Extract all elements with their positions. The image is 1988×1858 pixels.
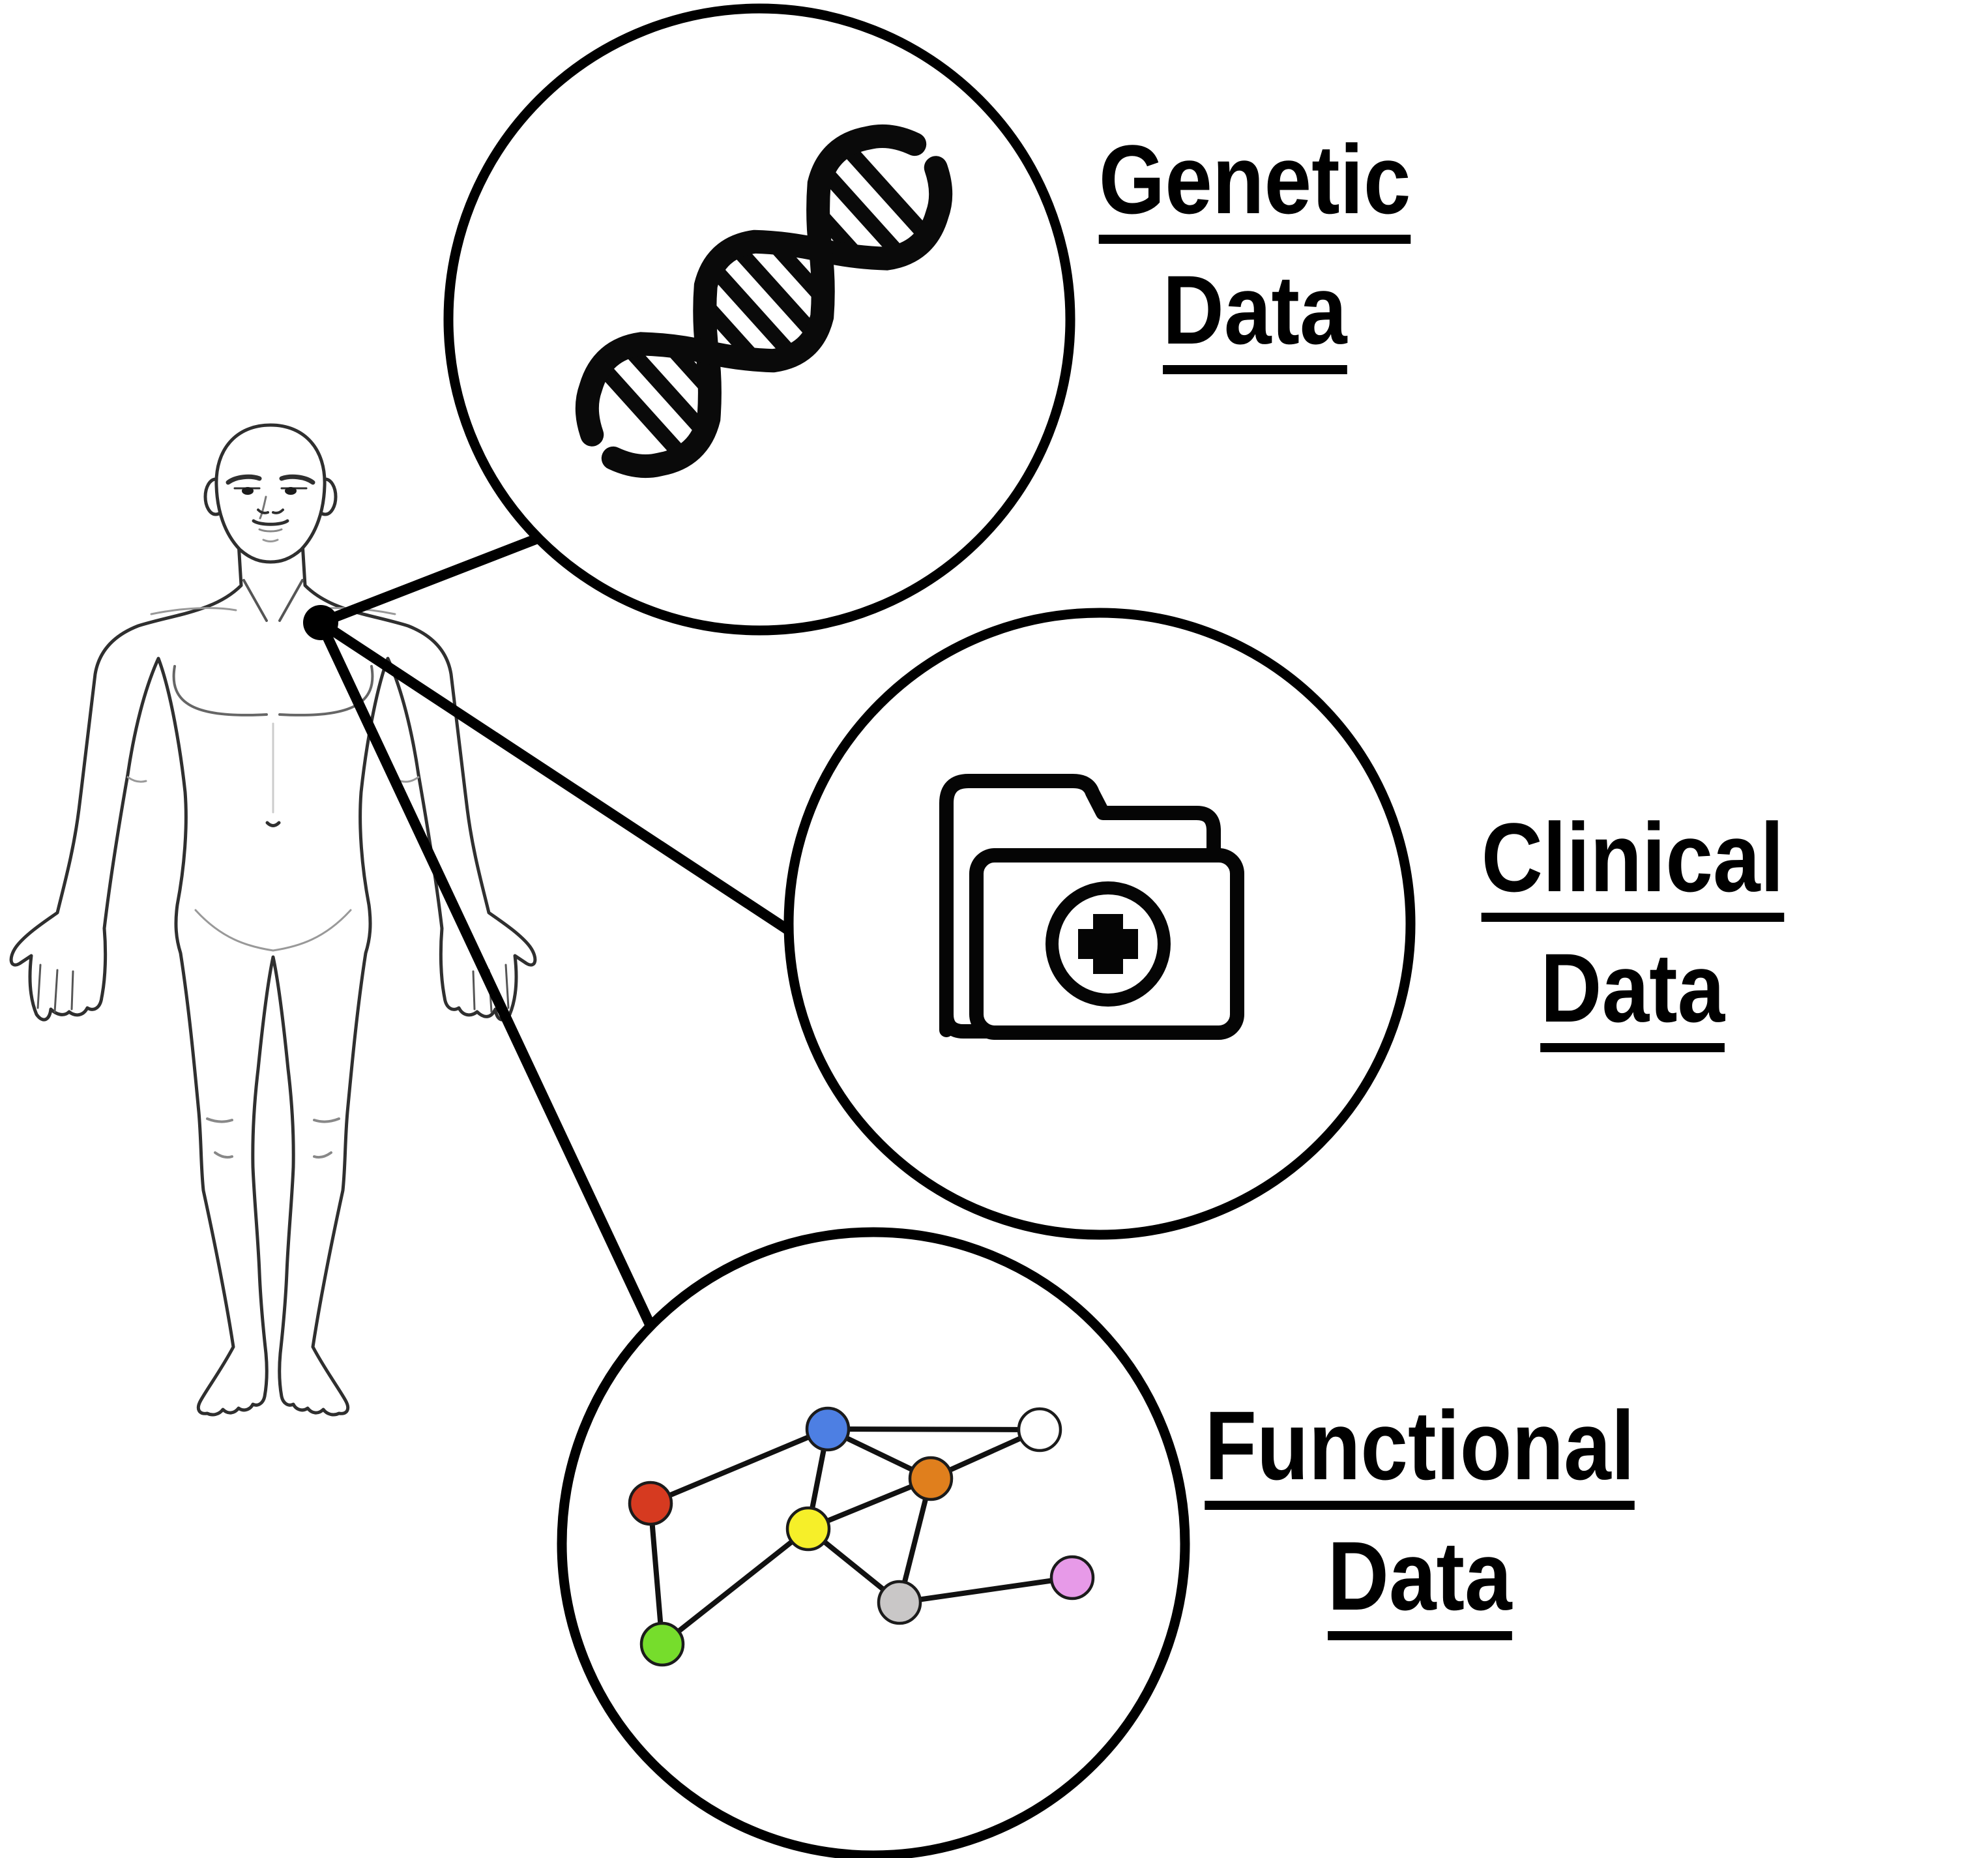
genetic-data-label: Genetic Data	[1014, 130, 1496, 391]
left-nostril	[257, 509, 269, 514]
head-outline	[214, 423, 327, 564]
chin-crease	[262, 538, 279, 542]
network-edge-blue-white	[827, 1426, 1040, 1432]
network-edge-red-green	[648, 1503, 665, 1645]
right-hip-line	[272, 909, 352, 952]
network-node-white	[1017, 1407, 1062, 1452]
functional-label-line1: Functional	[1205, 1396, 1635, 1510]
connector-to-clinical	[317, 618, 841, 967]
right-eyebrow	[279, 474, 315, 485]
body-sample-dot	[303, 605, 338, 640]
network-node-violet	[1049, 1555, 1095, 1600]
dna-icon	[575, 124, 953, 479]
left-collarbone	[150, 607, 237, 615]
functional-label-line2: Data	[1327, 1527, 1512, 1640]
navel	[265, 821, 281, 827]
network-node-red	[628, 1481, 673, 1526]
network-edge-yellow-green	[660, 1526, 810, 1647]
left-pec	[172, 665, 268, 716]
genetic-label-line2: Data	[1162, 261, 1347, 374]
mouth	[252, 519, 289, 526]
functional-data-label: Functional Data	[1146, 1396, 1693, 1657]
functional-circle	[557, 1227, 1190, 1858]
nose-line	[259, 495, 267, 520]
right-neck-v	[278, 579, 304, 622]
left-hand-fingers	[37, 964, 74, 1013]
left-hip-line	[194, 909, 274, 952]
clinical-label-line2: Data	[1540, 939, 1725, 1052]
network-node-orange	[908, 1456, 954, 1501]
clinical-label-line1: Clinical	[1481, 808, 1785, 922]
network-edge-red-blue	[649, 1426, 829, 1506]
network-graph-icon	[628, 1406, 1095, 1667]
right-eye	[285, 487, 297, 495]
left-knee	[206, 1117, 233, 1159]
network-node-yellow	[785, 1506, 831, 1552]
right-nostril	[272, 509, 284, 514]
left-eyebrow	[226, 474, 262, 485]
left-neck-v	[242, 579, 268, 622]
network-node-gray	[877, 1580, 922, 1625]
clinical-data-label: Clinical Data	[1392, 808, 1874, 1069]
lower-lip	[258, 528, 283, 533]
connector-to-functional	[315, 620, 683, 1387]
medical-cross	[1078, 914, 1138, 974]
genetic-label-line1: Genetic	[1098, 130, 1411, 244]
right-elbow-crease	[399, 776, 420, 783]
medical-folder-icon	[939, 774, 1244, 1040]
left-eye	[242, 487, 254, 495]
network-node-green	[639, 1621, 685, 1667]
network-node-blue	[805, 1406, 851, 1452]
network-edge-gray-violet	[899, 1575, 1073, 1605]
right-knee	[313, 1117, 340, 1159]
left-elbow-crease	[126, 776, 147, 783]
human-body-figure	[9, 423, 537, 1417]
body-outline	[9, 520, 537, 1417]
